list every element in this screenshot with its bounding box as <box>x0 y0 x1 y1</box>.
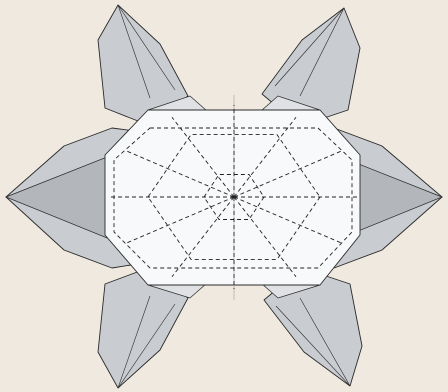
origami-diagram <box>0 0 448 392</box>
